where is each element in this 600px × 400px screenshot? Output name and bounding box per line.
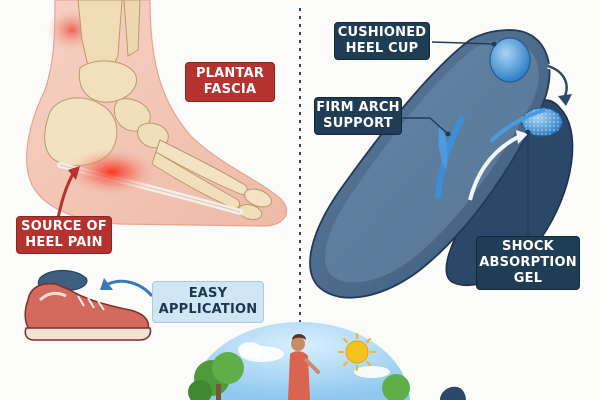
walking-person (288, 334, 320, 400)
sneaker-icon (24, 269, 154, 341)
label-cushioned-heel-cup: CUSHIONED HEEL CUP (334, 22, 430, 60)
label-plantar-fascia: PLANTAR FASCIA (185, 62, 275, 102)
pain-glow (66, 148, 158, 196)
foot-anatomy-illustration (26, 0, 287, 227)
tree-icon (188, 352, 244, 400)
label-easy-application: EASY APPLICATION (152, 281, 264, 323)
sun-icon (338, 333, 376, 371)
gel-pad (489, 37, 531, 83)
label-source-heel-pain: SOURCE OF HEEL PAIN (16, 216, 112, 254)
label-firm-arch-support: FIRM ARCH SUPPORT (314, 97, 402, 135)
label-shock-absorption-gel: SHOCK ABSORPTION GEL (476, 236, 580, 290)
outdoor-scene (188, 322, 466, 400)
